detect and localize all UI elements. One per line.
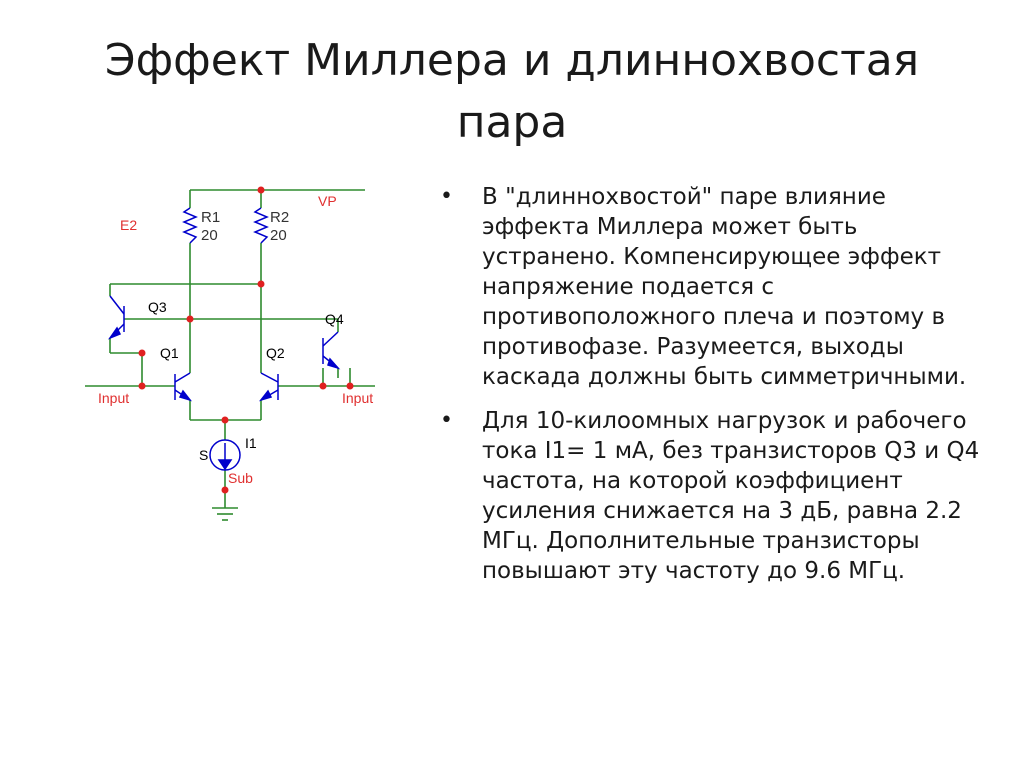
i1-label: I1 xyxy=(245,435,257,451)
junction-dot xyxy=(138,349,146,357)
junction-dot xyxy=(257,186,265,194)
r2-value-label: 20 xyxy=(270,227,287,244)
vp-label: VP xyxy=(318,193,337,209)
junction-dot xyxy=(319,382,327,390)
q2-label: Q2 xyxy=(266,345,285,361)
r1-value-label: 20 xyxy=(201,227,218,244)
q4-transistor-icon xyxy=(322,331,341,370)
current-source-i1-icon xyxy=(209,439,241,471)
input-left-label: Input xyxy=(98,390,129,406)
q4-label: Q4 xyxy=(325,311,344,327)
sub-label: Sub xyxy=(228,470,253,486)
title-line-1: Эффект Миллера и длиннохвостая xyxy=(104,35,920,86)
bullet-list: В "длиннохвостой" паре влияние эффекта М… xyxy=(440,182,980,600)
bullet-item-1: В "длиннохвостой" паре влияние эффекта М… xyxy=(440,182,980,392)
junction-dot xyxy=(138,382,146,390)
slide-title: Эффект Миллера и длиннохвостая пара xyxy=(60,30,964,154)
junction-dot xyxy=(186,315,194,323)
junction-dot xyxy=(346,382,354,390)
r1-name-label: R1 xyxy=(201,209,220,226)
ground-icon xyxy=(212,507,238,521)
q3-transistor-icon xyxy=(107,295,125,340)
input-right-label: Input xyxy=(342,390,373,406)
q3-label: Q3 xyxy=(148,299,167,315)
s-label: S xyxy=(199,447,208,463)
bullet-item-2: Для 10-килоомных нагрузок и рабочего ток… xyxy=(440,406,980,586)
r2-resistor-icon xyxy=(253,207,269,244)
q1-label: Q1 xyxy=(160,345,179,361)
junction-dot xyxy=(257,280,265,288)
transistors xyxy=(107,295,341,402)
title-line-2: пара xyxy=(456,97,568,148)
q2-transistor-icon xyxy=(258,372,279,402)
junction-dot xyxy=(221,486,229,494)
long-tailed-pair-schematic: VP E2 R1 20 R2 20 Q3 Q4 Q1 Q2 Input Inpu… xyxy=(85,186,375,521)
q1-transistor-icon xyxy=(174,372,193,402)
e2-label: E2 xyxy=(120,217,137,233)
r1-resistor-icon xyxy=(182,207,198,244)
r2-name-label: R2 xyxy=(270,209,289,226)
resistors xyxy=(182,207,269,244)
junctions xyxy=(138,186,354,494)
junction-dot xyxy=(221,416,229,424)
